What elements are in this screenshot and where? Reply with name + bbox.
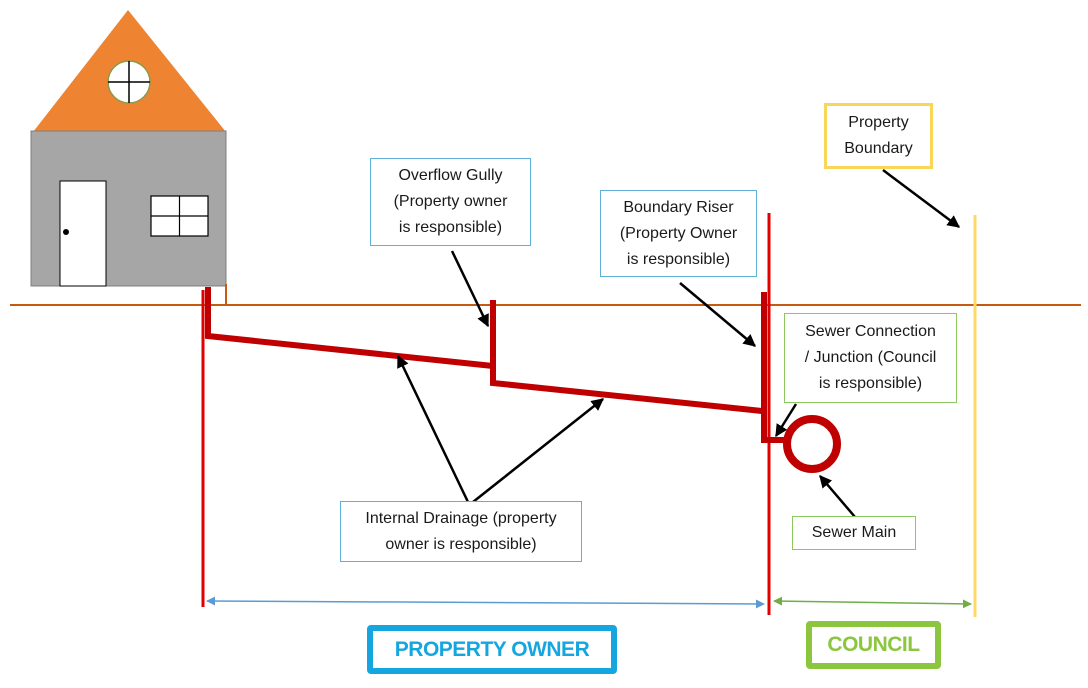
overflow-gully-line-3: is responsible) — [398, 219, 503, 236]
internal-drainage-arrow-right — [472, 398, 604, 503]
boundary-riser-line-2: (Property Owner — [619, 224, 738, 242]
property-owner-span-arrow — [206, 596, 765, 609]
internal-drainage-pipe — [205, 287, 494, 369]
internal-drainage-arrow-left — [396, 354, 470, 503]
house-window — [150, 195, 209, 237]
boundary-riser-label: Boundary Riser (Property Owner is respon… — [600, 190, 757, 277]
property-boundary-line-2: Boundary — [844, 140, 913, 157]
sewer-main-arrow — [819, 475, 856, 518]
council-span-arrow — [773, 596, 972, 609]
sewer-connection-line-1: Sewer Connection — [805, 323, 936, 340]
sewer-connection-label: Sewer Connection / Junction (Council is … — [784, 313, 957, 403]
sewer-connection-arrow — [774, 403, 798, 438]
boundary-riser-arrow — [679, 282, 756, 347]
sewer-main-pipe — [783, 415, 841, 473]
property-boundary-line-1: Property — [848, 114, 909, 131]
house — [30, 10, 227, 304]
property-boundary-arrow — [882, 169, 960, 228]
internal-drainage-line-2: owner is responsible) — [385, 535, 537, 553]
internal-drainage-line-1: Internal Drainage (property — [365, 509, 557, 527]
sewer-connection-line-2: / Junction (Council — [804, 349, 937, 366]
sewer-connection-line-3: is responsible) — [818, 375, 923, 392]
boundary-riser-pipe — [761, 292, 788, 443]
council-region-label: COUNCIL — [806, 621, 941, 669]
overflow-gully-line-2: (Property owner — [393, 193, 508, 210]
overflow-gully-pipe — [490, 300, 763, 414]
property-boundary-label: Property Boundary — [824, 103, 933, 169]
property-owner-region-label: PROPERTY OWNER — [367, 625, 617, 674]
boundary-riser-line-1: Boundary Riser — [623, 198, 734, 216]
boundary-riser-line-3: is responsible) — [626, 250, 731, 268]
house-door — [59, 180, 107, 287]
callout-arrows — [396, 169, 960, 518]
drainage-pipes — [205, 287, 841, 473]
sewer-main-label: Sewer Main — [792, 516, 916, 550]
overflow-gully-arrow — [450, 250, 490, 328]
internal-drainage-label: Internal Drainage (property owner is res… — [340, 501, 582, 562]
overflow-gully-label: Overflow Gully (Property owner is respon… — [370, 158, 531, 246]
sewer-main-line-1: Sewer Main — [811, 524, 897, 541]
door-knob — [63, 229, 69, 235]
overflow-gully-line-1: Overflow Gully — [398, 167, 503, 184]
